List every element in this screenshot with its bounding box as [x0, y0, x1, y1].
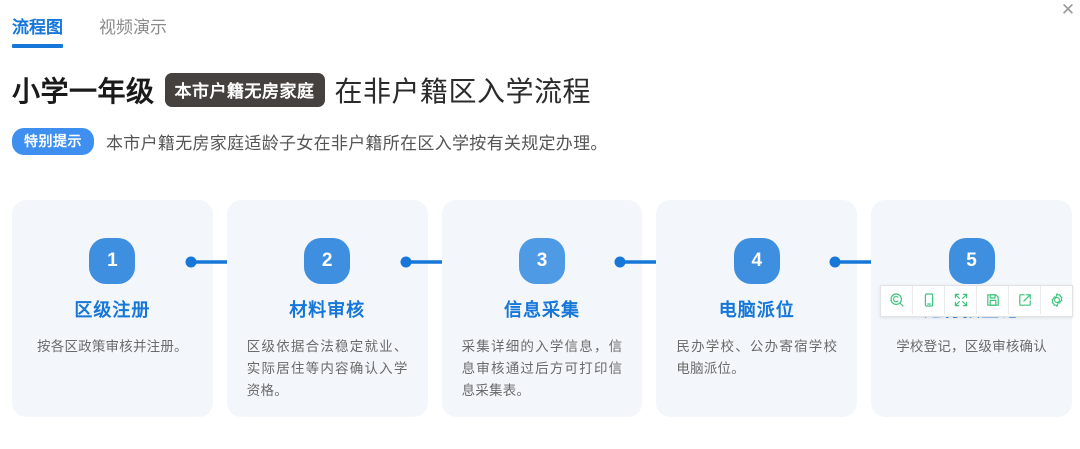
tab-flow-chart-label: 流程图 [12, 18, 63, 37]
notice-bar: 特别提示 本市户籍无房家庭适龄子女在非户籍所在区入学按有关规定办理。 [12, 128, 1068, 155]
flow-step-card[interactable]: 4 电脑派位 民办学校、公办寄宿学校电脑派位。 [656, 200, 900, 417]
expand-icon[interactable] [945, 286, 977, 314]
flow-step-card[interactable]: 3 信息采集 采集详细的入学信息，信息审核通过后方可打印信息采集表。 [441, 200, 685, 417]
notice-badge: 特别提示 [12, 128, 94, 155]
step-title: 区级注册 [74, 300, 151, 320]
tab-bar: 流程图 视频演示 [12, 14, 167, 48]
zoom-icon[interactable] [881, 286, 913, 314]
tab-flow-chart[interactable]: 流程图 [12, 16, 63, 48]
flow-step-card[interactable]: 2 材料审核 区级依据合法稳定就业、实际居住等内容确认入学资格。 [226, 200, 470, 417]
flow-step-card[interactable]: 1 区级注册 按各区政策审核并注册。 [12, 200, 255, 417]
step-number-badge: 3 [518, 238, 565, 284]
step-description: 学校登记，区级审核确认 [896, 339, 1047, 354]
step-description: 按各区政策审核并注册。 [37, 339, 188, 354]
step-number-badge: 4 [733, 238, 780, 284]
step-number-badge: 2 [304, 238, 351, 284]
step-title: 电脑派位 [718, 300, 795, 320]
tab-video-demo-label: 视频演示 [99, 18, 167, 37]
mobile-icon[interactable] [913, 286, 945, 314]
page-title-badge: 本市户籍无房家庭 [164, 73, 325, 107]
step-title: 材料审核 [289, 300, 366, 320]
floating-toolbar[interactable] [880, 285, 1073, 317]
step-number-badge: 1 [89, 238, 136, 284]
step-description: 民办学校、公办寄宿学校电脑派位。 [676, 339, 838, 376]
page-title: 小学一年级 本市户籍无房家庭 在非户籍区入学流程 [12, 70, 1068, 110]
tab-active-underline [12, 44, 63, 48]
step-description: 采集详细的入学信息，信息审核通过后方可打印信息采集表。 [461, 339, 623, 398]
step-description: 区级依据合法稳定就业、实际居住等内容确认入学资格。 [246, 339, 408, 398]
share-icon[interactable] [1009, 286, 1041, 314]
page-title-main: 小学一年级 [12, 76, 155, 107]
save-icon[interactable] [977, 286, 1009, 314]
gear-icon[interactable] [1041, 286, 1072, 314]
notice-text: 本市户籍无房家庭适龄子女在非户籍所在区入学按有关规定办理。 [106, 134, 608, 153]
page-title-tail: 在非户籍区入学流程 [334, 76, 592, 107]
step-number-badge: 5 [948, 238, 995, 284]
step-title: 信息采集 [503, 300, 580, 320]
close-icon[interactable]: ✕ [1060, 0, 1076, 19]
tab-video-demo[interactable]: 视频演示 [99, 16, 167, 48]
